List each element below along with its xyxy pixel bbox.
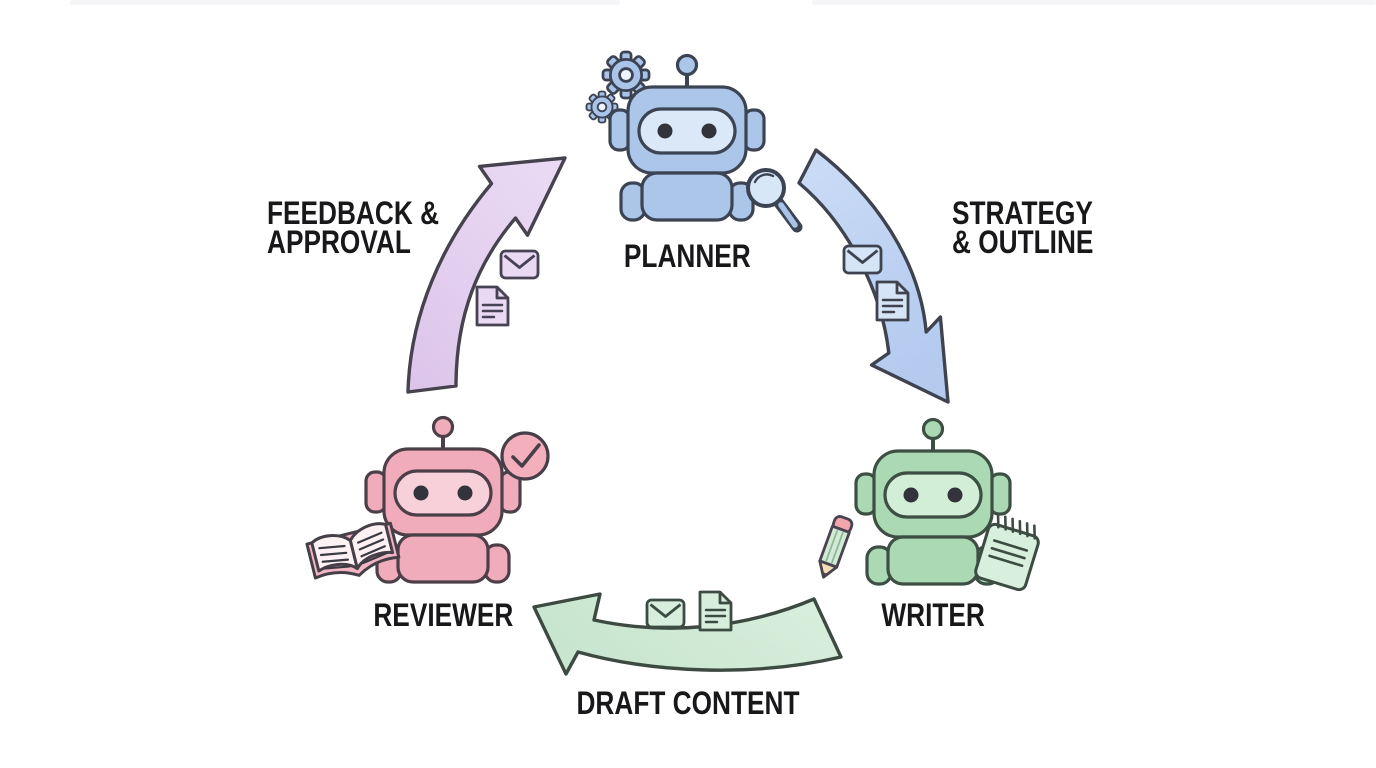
envelope-icon xyxy=(645,598,686,629)
document-icon xyxy=(698,590,733,632)
magnifying-glass-icon xyxy=(746,168,803,233)
draft-attachments xyxy=(645,590,733,632)
notepad-icon xyxy=(974,513,1040,592)
draft-content-label: DRAFT CONTENT xyxy=(576,685,800,721)
reviewer-label: REVIEWER xyxy=(373,597,513,633)
planner-label: PLANNER xyxy=(623,238,751,274)
document-icon xyxy=(875,280,910,322)
arrow-draft-content xyxy=(532,592,843,676)
arrow-feedback-approval xyxy=(406,156,567,394)
pencil-icon xyxy=(818,515,854,579)
document-icon xyxy=(475,285,510,327)
check-circle-icon xyxy=(500,431,550,481)
open-book-icon xyxy=(305,521,401,580)
writer-label: WRITER xyxy=(881,597,985,633)
arrow-strategy-outline xyxy=(797,148,950,404)
feedback-approval-label: FEEDBACK & APPROVAL xyxy=(267,195,440,260)
cropped-text-artifact-right xyxy=(812,0,1376,5)
strategy-outline-label: STRATEGY & OUTLINE xyxy=(952,195,1094,260)
cropped-text-artifact-left xyxy=(70,0,620,5)
